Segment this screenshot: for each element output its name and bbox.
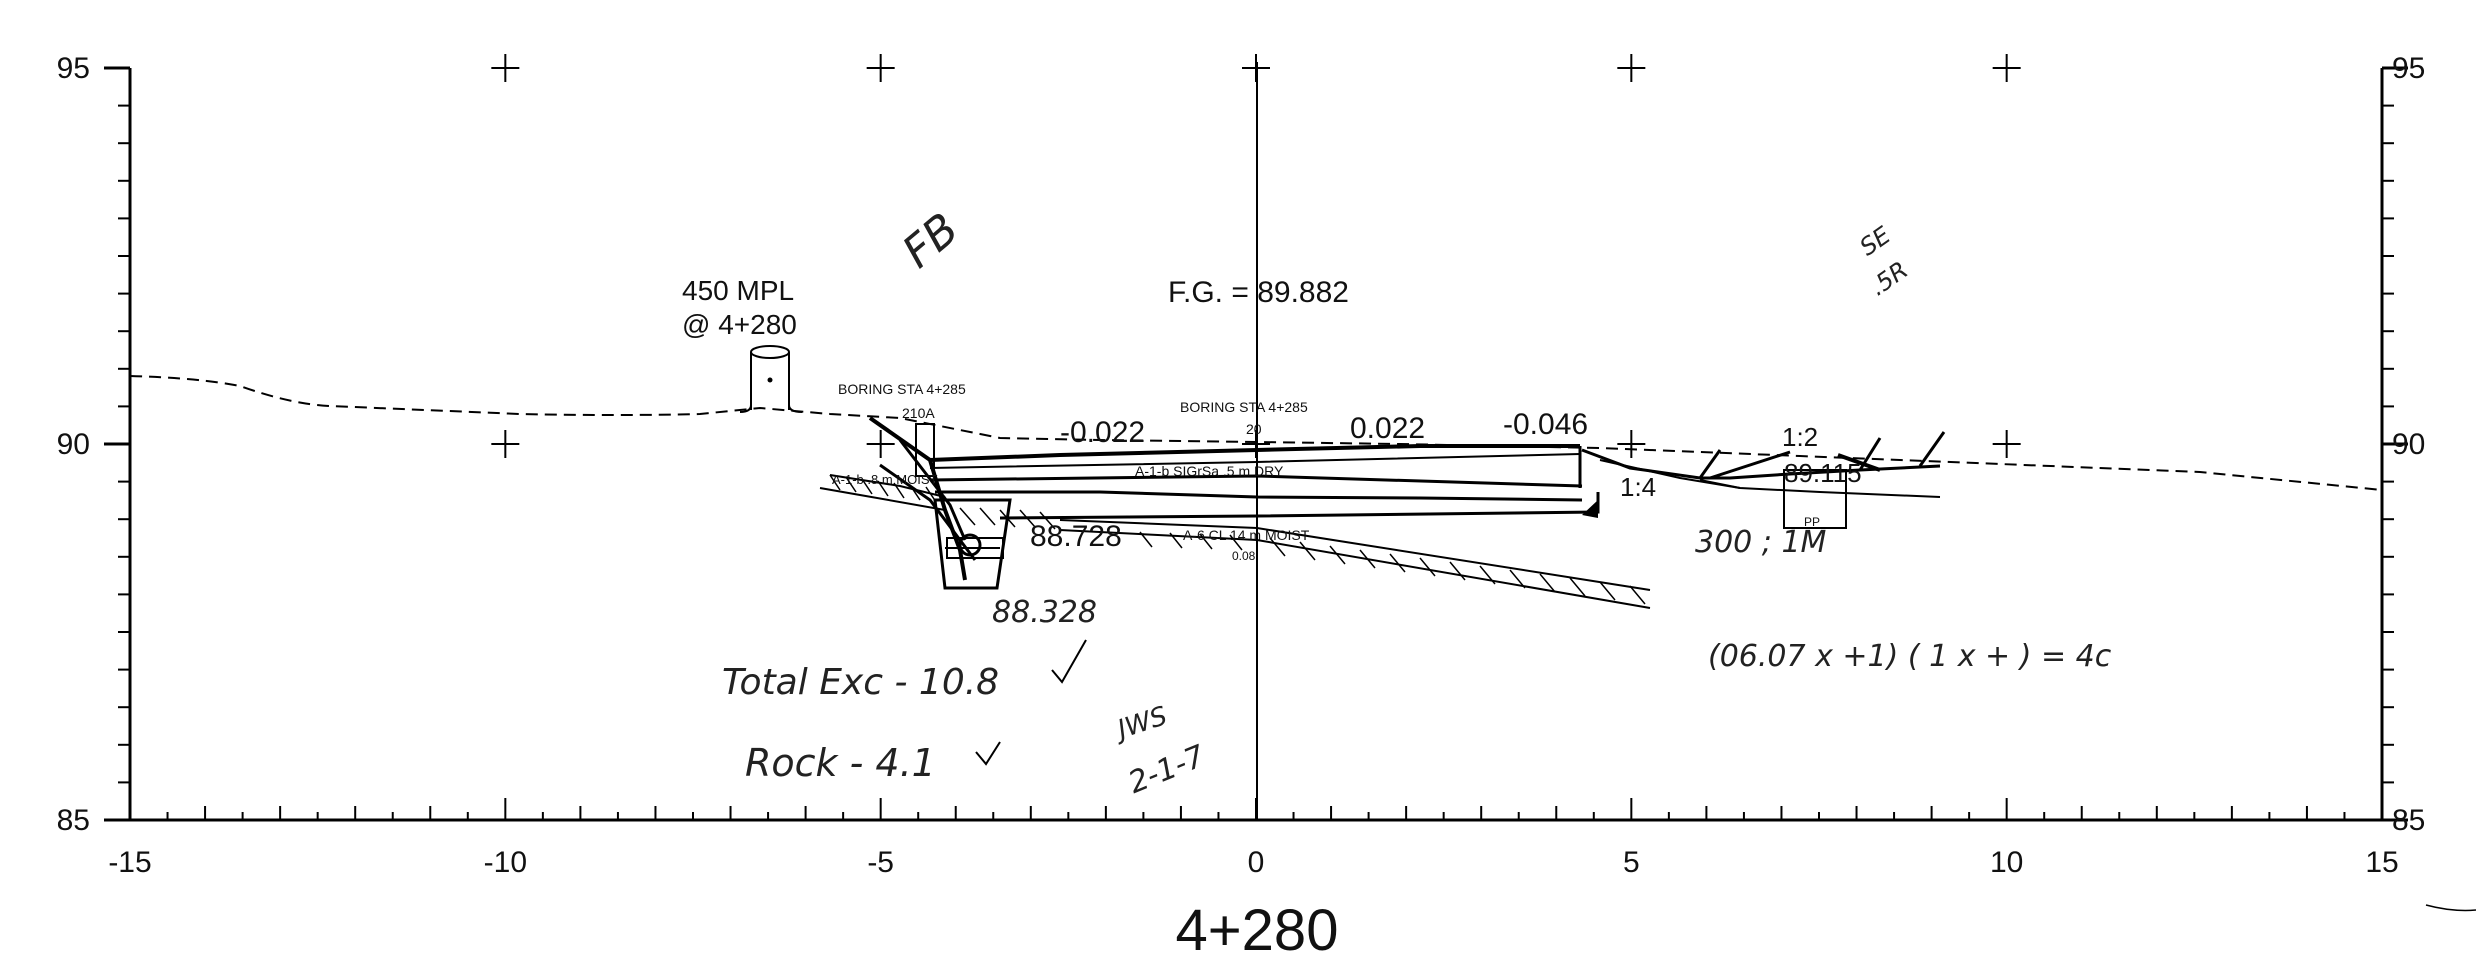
- boring-left-layer: A-1-b .8 m MOIST: [832, 472, 938, 487]
- slope-left-label: -0.022: [1060, 416, 1145, 449]
- x-tick-label: -15: [108, 846, 151, 879]
- page-curl-mark: [2425, 904, 2476, 912]
- grid-cross: [1992, 430, 2021, 458]
- y-tick-label-left: 85: [57, 804, 90, 837]
- y-tick-label-right: 85: [2392, 804, 2425, 837]
- grid-crosses: [491, 54, 2021, 458]
- slope-ratio-1: 1:2: [1782, 422, 1818, 452]
- y-tick-label-right: 90: [2392, 428, 2425, 461]
- handwritten-total-exc: Total Exc - 10.8: [722, 662, 999, 703]
- slope-right-label: -0.046: [1503, 408, 1588, 441]
- boring-center-layer2: A-6 CL 14 m MOIST: [1183, 527, 1310, 543]
- grid-cross: [1617, 54, 1646, 82]
- grid-cross: [866, 430, 895, 458]
- x-tick-label: 10: [1990, 846, 2023, 879]
- grid-cross: [491, 54, 520, 82]
- utility-pole-icon: [739, 345, 803, 413]
- pole-label-line2: @ 4+280: [682, 309, 797, 340]
- boring-center-bottom: 0.08: [1232, 549, 1256, 563]
- y-axis-ticks: [104, 66, 2408, 822]
- check-marks: [975, 639, 1087, 766]
- station-title: 4+280: [1176, 898, 1339, 963]
- culvert-pp-label: PP: [1804, 515, 1820, 529]
- handwritten-fb: FB: [893, 203, 968, 278]
- y-tick-label-right: 95: [2392, 52, 2425, 85]
- handwritten-se: SE: [1855, 221, 1897, 262]
- boring-left-id: 210A: [902, 405, 935, 421]
- trench-excavation: [868, 416, 1012, 590]
- grid-cross: [491, 430, 520, 458]
- existing-ground-line: [129, 375, 2383, 491]
- finish-grade-label: F.G. = 89.882: [1168, 276, 1349, 309]
- y-tick-label-left: 95: [57, 52, 90, 85]
- handwritten-trench-elevation: 88.328: [992, 595, 1097, 630]
- pole-label-line1: 450 MPL: [682, 275, 794, 306]
- right-side-slopes: [1581, 431, 1946, 529]
- handwritten-culvert: 300 ; 1M: [1695, 525, 1827, 560]
- axis-labels: 95 95 90 90 85 85 -15 -10 -5 0 5 10 15: [57, 52, 2426, 879]
- x-tick-label: 5: [1623, 846, 1640, 879]
- boring-center-title: BORING STA 4+285: [1180, 399, 1308, 415]
- x-tick-label: 15: [2365, 846, 2398, 879]
- x-axis-ticks: [129, 798, 2383, 820]
- handwritten-rock: Rock - 4.1: [745, 741, 936, 785]
- handwritten-date: 2-1-7: [1124, 739, 1210, 801]
- handwritten-formula: (06.07 x +1) ( 1 x + ) = 4c: [1708, 639, 2112, 674]
- ditch-elevation: 89.115: [1784, 458, 1862, 488]
- trench-top-elevation: 88.728: [1030, 520, 1122, 553]
- x-tick-label: -5: [867, 846, 894, 879]
- boring-left-title: BORING STA 4+285: [838, 381, 966, 397]
- x-tick-label: 0: [1248, 846, 1265, 879]
- pavement-section: [819, 444, 1651, 609]
- y-tick-label-left: 90: [57, 428, 90, 461]
- slope-ratio-2: 1:4: [1620, 472, 1656, 502]
- x-tick-label: -10: [484, 846, 527, 879]
- slope-center-label: 0.022: [1350, 412, 1425, 445]
- boring-center-layer1: A-1-b SIGrSa .5 m DRY: [1135, 463, 1284, 479]
- grid-cross: [1617, 430, 1646, 458]
- grid-cross: [866, 54, 895, 82]
- hatched-soil-layers: [829, 474, 1646, 605]
- handwritten-initials: JWS: [1109, 701, 1170, 746]
- grid-cross: [1992, 54, 2021, 82]
- handwritten-se-value: .5R: [1865, 256, 1913, 302]
- boring-center-id: 20: [1246, 421, 1262, 437]
